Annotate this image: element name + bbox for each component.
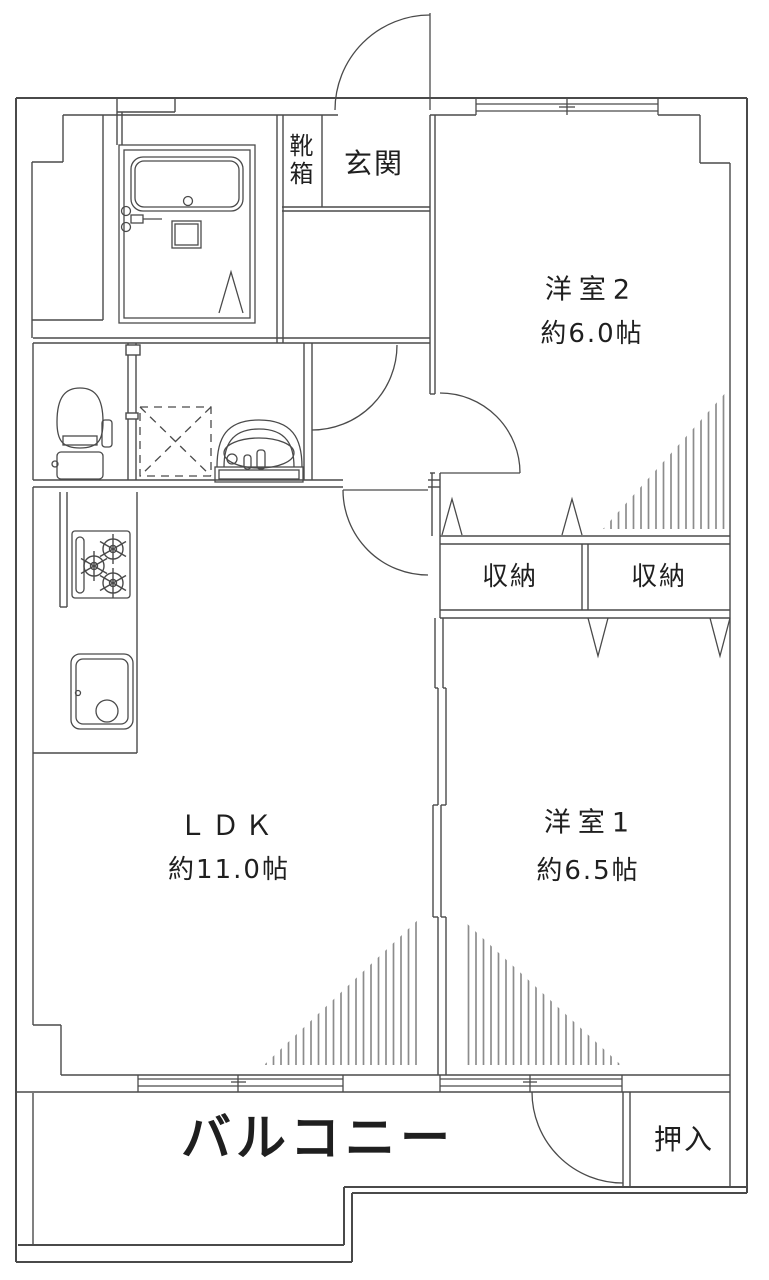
hatch-room1-corner <box>463 920 621 1065</box>
window-room2-top <box>475 98 659 115</box>
room2-door-swing <box>439 392 521 474</box>
outer-walls <box>15 97 748 1263</box>
room2-size-label: 約6.0帖 <box>540 319 644 349</box>
room2-name-label: 洋室2 <box>544 274 638 306</box>
kitchen-sink-icon <box>70 653 134 730</box>
hatch-ldk-corner <box>264 917 421 1065</box>
washroom-door-swing <box>311 344 398 431</box>
gas-stove-icon <box>71 530 131 599</box>
entrance-label: 玄関 <box>343 147 405 180</box>
toilet-icon <box>51 387 113 480</box>
window-room1-balcony <box>439 1075 623 1092</box>
storage-right-label: 収納 <box>630 562 688 592</box>
sloped-ceiling-hatch <box>264 390 728 1065</box>
storage-door-marks <box>441 496 731 659</box>
bath-counter-icon <box>171 220 202 249</box>
doors <box>218 13 731 1184</box>
windows <box>137 98 659 1092</box>
ldk-door-swing <box>342 489 429 576</box>
fixtures <box>51 144 304 730</box>
room1-name-label: 洋室1 <box>543 807 637 839</box>
ldk-size-label: 約11.0帖 <box>168 855 290 885</box>
bathroom-unit <box>118 144 256 324</box>
washbasin-icon <box>214 419 304 483</box>
room1-size-label: 約6.5帖 <box>536 856 640 886</box>
balcony-label: バルコニー <box>181 1109 455 1167</box>
bathroom-folding-door <box>218 269 244 314</box>
closet-label: 押入 <box>653 1123 715 1156</box>
hatch-room2-corner <box>603 390 728 529</box>
ldk-name-label: ＬＤＫ <box>178 809 278 842</box>
entrance-door-swing <box>334 13 431 111</box>
bathtub-icon <box>130 156 244 212</box>
shoe-box-label: 靴箱 <box>285 133 313 189</box>
washing-machine-space-icon <box>139 406 212 477</box>
storage-left-label: 収納 <box>481 562 539 592</box>
bath-faucet-icon <box>120 205 162 233</box>
inner-walls <box>16 98 731 1245</box>
window-ldk-balcony <box>137 1075 344 1092</box>
closet-door-swing <box>531 1091 624 1184</box>
